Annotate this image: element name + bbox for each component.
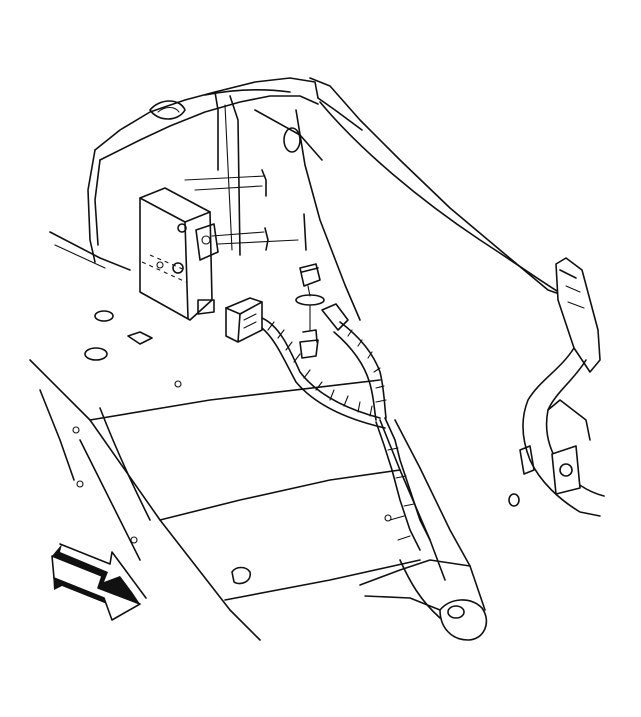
fastener-stack <box>295 263 325 359</box>
right-trim-panel <box>508 257 605 517</box>
floor-panel <box>29 310 421 641</box>
wiring-harness <box>225 297 431 551</box>
front-direction-arrow-icon <box>51 543 147 621</box>
sill-tube <box>359 419 488 641</box>
control-module <box>139 169 307 321</box>
routing-wire <box>319 101 566 297</box>
upper-body-panel <box>49 77 566 321</box>
